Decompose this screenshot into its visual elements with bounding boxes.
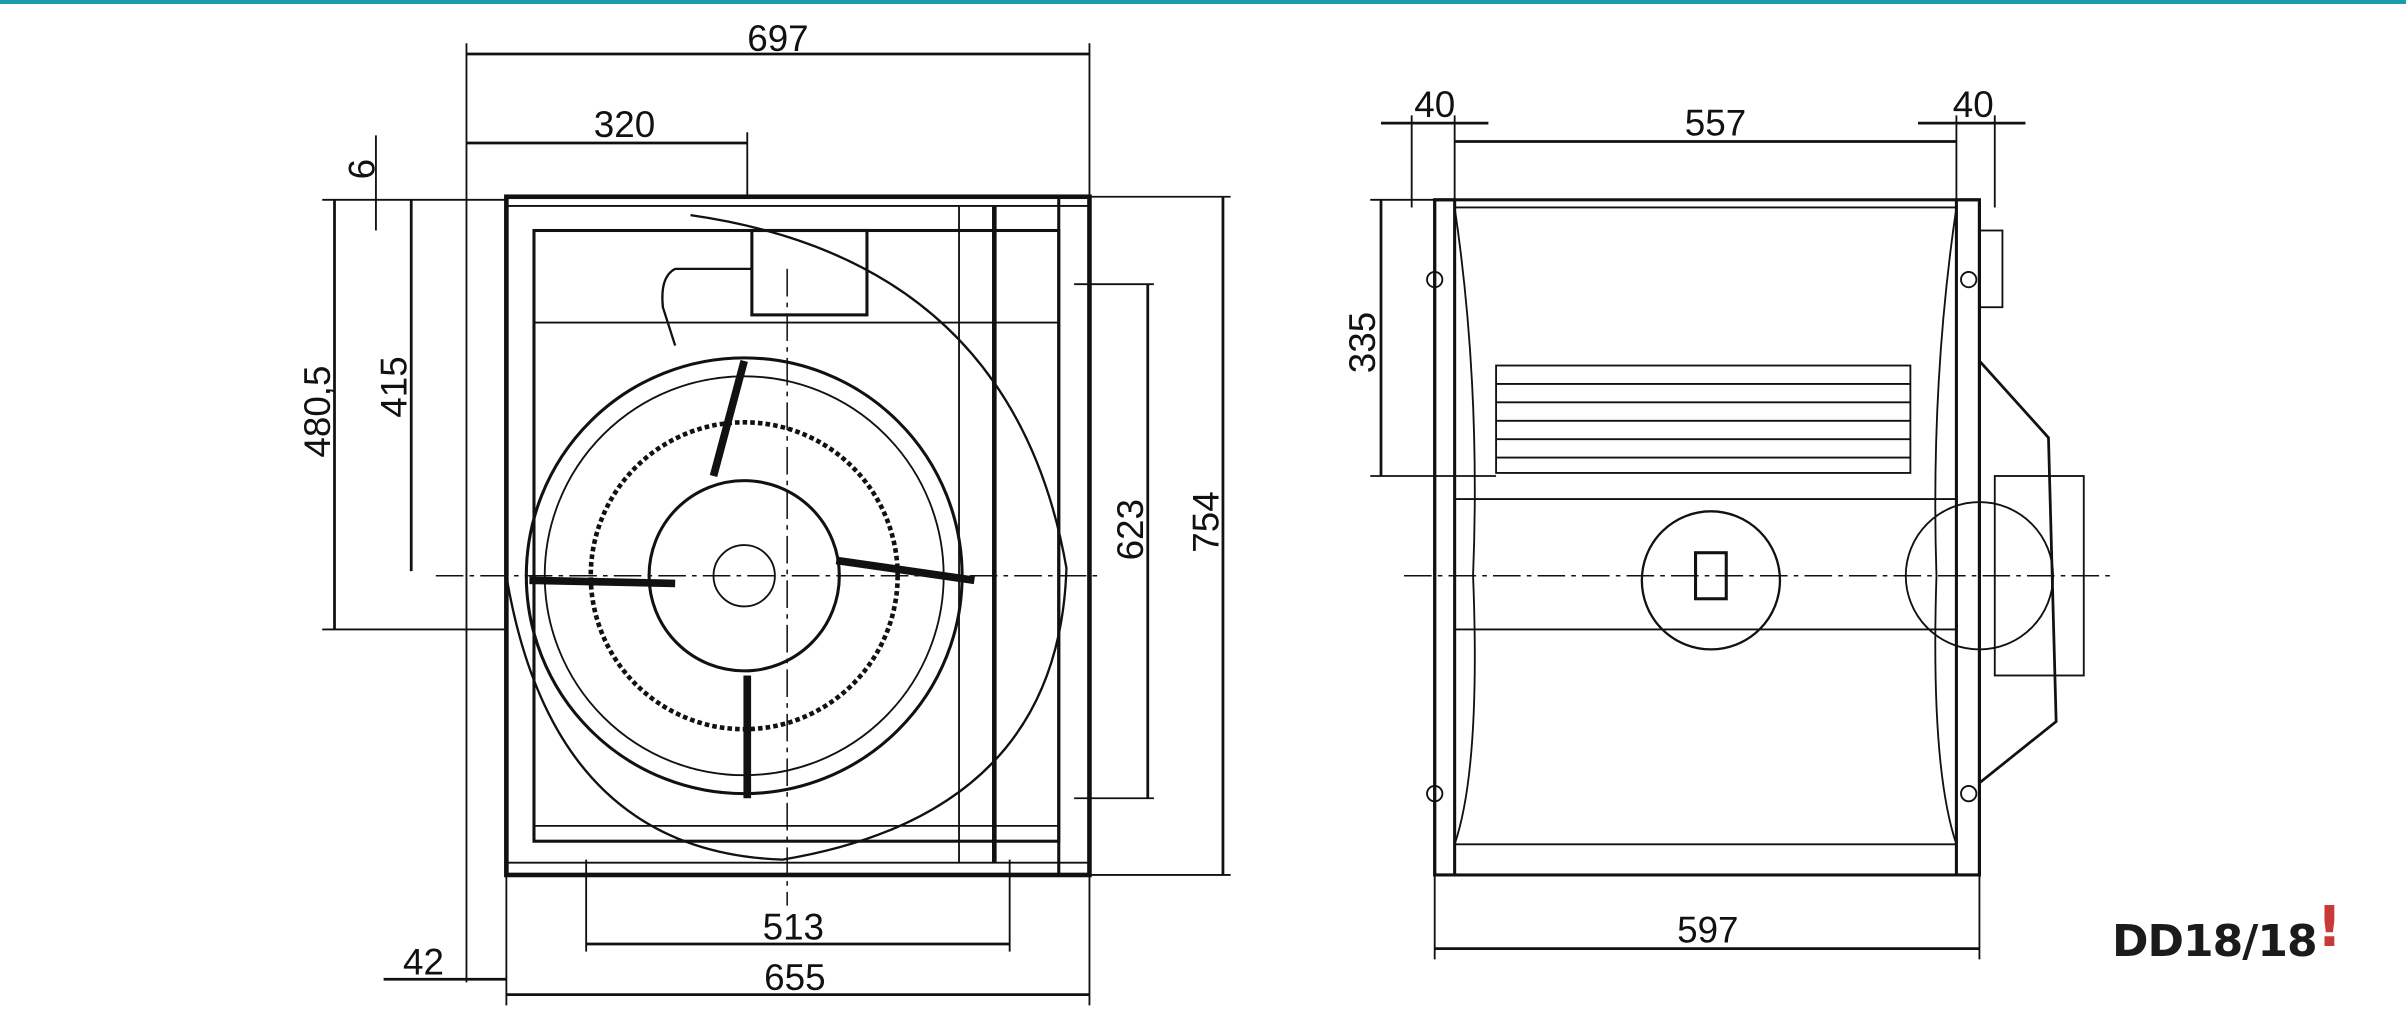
dim-6: 6	[341, 159, 382, 179]
dim-557: 557	[1685, 102, 1746, 143]
dim-320: 320	[594, 104, 655, 145]
side-view	[1404, 198, 2110, 877]
side-dimension-lines	[1370, 115, 2026, 960]
dim-623: 623	[1110, 499, 1151, 560]
model-name: DD18/18	[2112, 916, 2318, 967]
top-accent-bar	[0, 0, 2406, 4]
dim-415: 415	[374, 356, 415, 417]
front-view	[435, 194, 1098, 906]
dim-513: 513	[763, 906, 824, 947]
dim-597: 597	[1677, 909, 1738, 950]
dim-655: 655	[764, 957, 825, 998]
motor-arms	[529, 359, 975, 799]
hub-circle	[1640, 510, 1782, 651]
dim-480-5: 480,5	[297, 366, 338, 458]
dim-754: 754	[1185, 491, 1226, 552]
front-dimension-lines	[322, 43, 1231, 1006]
motor	[1978, 360, 2058, 784]
dim-335: 335	[1342, 312, 1383, 373]
fan-blades	[1495, 364, 1912, 474]
model-label: DD18/18!	[2112, 895, 2342, 970]
dim-40-left: 40	[1414, 84, 1455, 125]
dim-40-right: 40	[1953, 84, 1994, 125]
dim-42: 42	[403, 942, 444, 983]
dim-697: 697	[747, 18, 808, 59]
terminal-box	[750, 228, 869, 317]
model-mark: !	[2316, 895, 2343, 960]
